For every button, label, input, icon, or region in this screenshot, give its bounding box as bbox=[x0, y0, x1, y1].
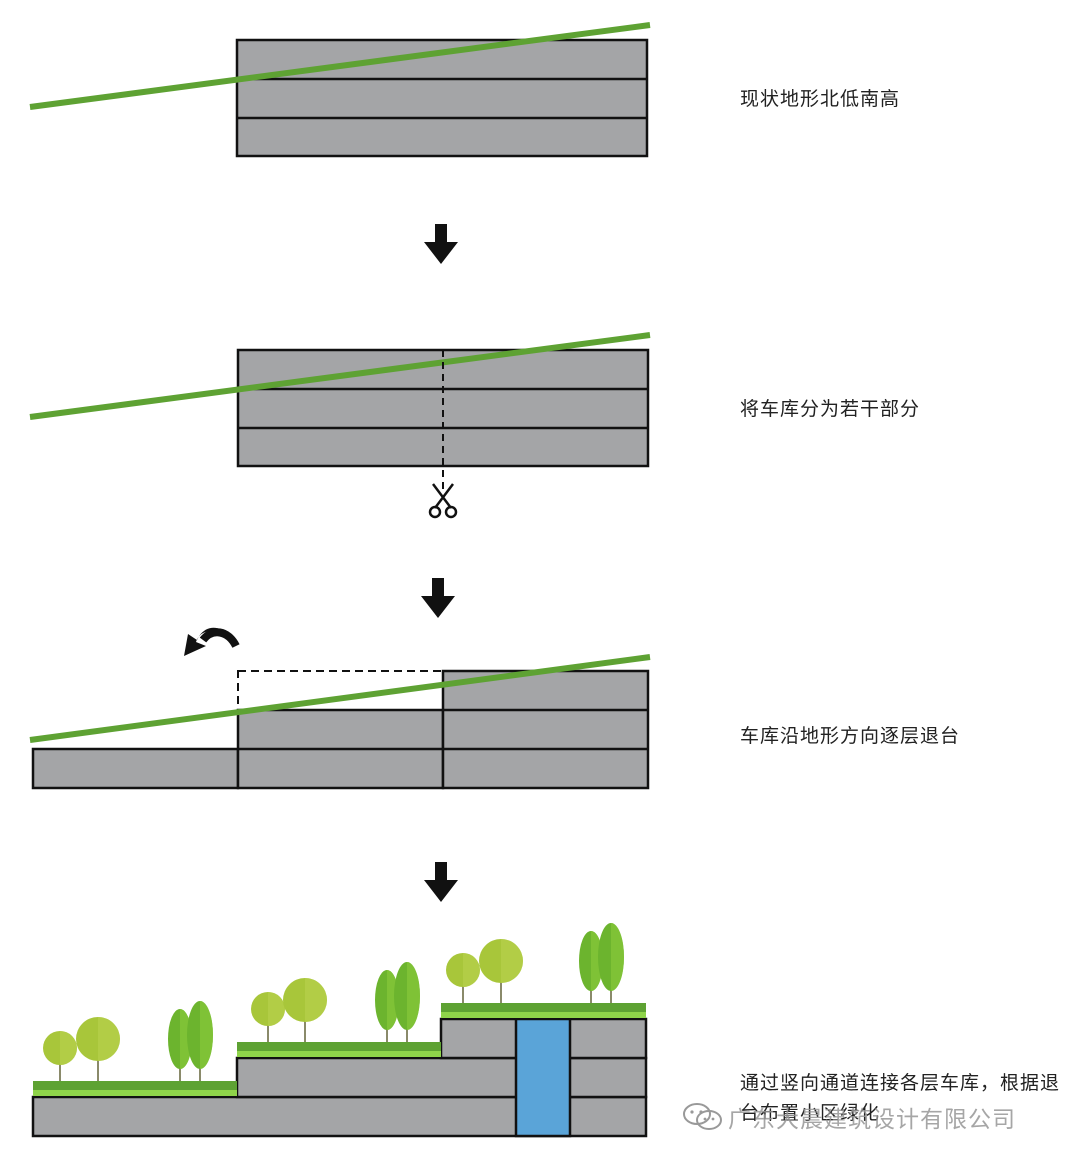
watermark: 广东大晨建筑设计有限公司 bbox=[682, 1100, 1016, 1134]
tree-icon bbox=[283, 978, 327, 1042]
step4-garage bbox=[31, 1017, 648, 1138]
tree-icon bbox=[479, 939, 523, 1003]
tree-icon bbox=[446, 953, 480, 1003]
down-arrow-icon bbox=[424, 862, 458, 902]
scissors-icon bbox=[428, 483, 458, 519]
step3-garage bbox=[31, 669, 650, 790]
tree-icon bbox=[187, 1001, 213, 1081]
step1-caption: 现状地形北低南高 bbox=[740, 88, 901, 110]
tree-icon bbox=[251, 992, 285, 1042]
down-arrow-icon bbox=[424, 224, 458, 264]
step1-garage bbox=[235, 38, 649, 158]
tree-icon bbox=[394, 962, 420, 1042]
tree-icon bbox=[76, 1017, 120, 1081]
terrain-line bbox=[29, 654, 651, 743]
step2-caption: 将车库分为若干部分 bbox=[740, 398, 921, 420]
green-roofs bbox=[33, 1003, 646, 1096]
tree-icon bbox=[598, 923, 624, 1003]
garage-block bbox=[235, 38, 649, 158]
down-arrow-icon bbox=[421, 578, 455, 618]
terrain-line bbox=[29, 332, 651, 420]
removed-section-outline bbox=[237, 670, 444, 711]
wechat-icon bbox=[683, 1103, 722, 1130]
vertical-shaft bbox=[514, 1017, 572, 1138]
tree-icon bbox=[43, 1031, 77, 1081]
watermark-text: 广东大晨建筑设计有限公司 bbox=[728, 1107, 1016, 1133]
curved-arrow-icon bbox=[184, 627, 234, 656]
terrain-line bbox=[29, 22, 651, 110]
step3-caption: 车库沿地形方向逐层退台 bbox=[740, 725, 961, 747]
trees bbox=[43, 923, 624, 1081]
step4-caption: 通过竖向通道连接各层车库，根据退台布置小区绿化 bbox=[740, 1072, 1061, 1124]
